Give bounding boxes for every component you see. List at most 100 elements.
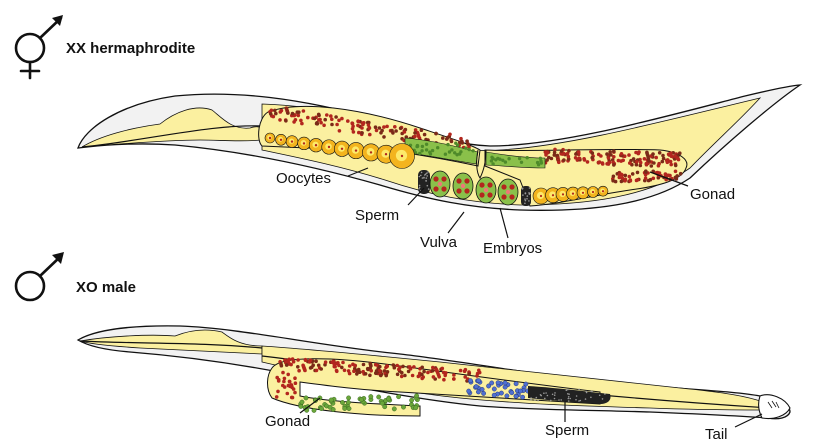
oocyte-nucleolus xyxy=(572,193,574,195)
germ-cell xyxy=(414,128,418,132)
sperm-cell xyxy=(424,174,426,176)
sperm-cell xyxy=(568,400,570,402)
germ-cell xyxy=(399,127,403,131)
germ-cell xyxy=(311,363,315,367)
germ-cell xyxy=(306,116,310,120)
sperm-cell xyxy=(568,393,570,395)
sperm-cell xyxy=(427,185,429,187)
sperm-cell xyxy=(554,398,556,400)
germ-cell xyxy=(384,374,388,378)
hermaphrodite-panel: XX hermaphrodite xyxy=(16,15,800,257)
embryo-cell xyxy=(487,192,492,197)
germ-cell xyxy=(403,374,407,378)
embryo-cell xyxy=(464,178,469,183)
germ-cell xyxy=(335,123,339,127)
label-vulva: Vulva xyxy=(420,234,458,251)
germ-cell xyxy=(283,385,287,389)
oocyte-nucleolus xyxy=(315,144,317,146)
germ-cell xyxy=(432,375,436,379)
germ-cell xyxy=(679,172,683,176)
spermatheca-cell xyxy=(453,151,456,154)
oocyte-nucleolus xyxy=(582,192,584,194)
germ-cell xyxy=(635,160,639,164)
oocyte-nucleolus xyxy=(602,190,604,192)
sperm-cell xyxy=(526,198,528,200)
germ-cell xyxy=(375,129,379,133)
embryo-cell xyxy=(433,176,438,181)
spermatheca-cell xyxy=(454,142,457,145)
germ-cell xyxy=(582,157,586,161)
oocyte-nucleolus xyxy=(280,139,282,141)
germ-cell-green xyxy=(396,395,400,399)
germ-cell xyxy=(567,155,571,159)
sperm-cell xyxy=(423,177,425,179)
germ-cell xyxy=(288,380,292,384)
germ-cell xyxy=(612,175,616,179)
embryo-cell xyxy=(509,194,514,199)
spermatheca-cell xyxy=(498,158,501,161)
embryo-cell xyxy=(456,188,461,193)
sperm-cell xyxy=(422,177,424,179)
oocyte-nucleolus xyxy=(341,148,343,150)
germ-cell xyxy=(417,375,421,379)
germ-cell xyxy=(279,362,283,366)
germ-cell xyxy=(319,367,323,371)
germ-cell xyxy=(293,391,297,395)
germ-cell xyxy=(434,132,438,136)
germ-cell xyxy=(323,118,327,122)
sperm-cell xyxy=(524,198,526,200)
germ-cell xyxy=(282,380,286,384)
sperm-cell xyxy=(419,176,421,178)
spermatocyte xyxy=(503,381,507,385)
spermatocyte xyxy=(492,387,496,391)
label-sperm-male: Sperm xyxy=(545,422,589,439)
embryo-cell xyxy=(487,182,492,187)
sperm-cell xyxy=(522,194,524,196)
germ-cell xyxy=(675,174,679,178)
spermatheca-cell xyxy=(450,148,453,151)
germ-cell xyxy=(628,161,632,165)
germ-cell xyxy=(562,158,566,162)
germ-cell xyxy=(297,110,301,114)
spermatocyte xyxy=(499,391,503,395)
germ-cell-green xyxy=(346,400,350,404)
germ-cell xyxy=(361,123,365,127)
germ-cell xyxy=(309,358,313,362)
spermatheca-cell xyxy=(429,152,432,155)
germ-cell xyxy=(420,128,424,132)
germ-cell xyxy=(420,373,424,377)
germ-cell xyxy=(294,381,298,385)
germ-cell xyxy=(652,161,656,165)
germ-cell xyxy=(651,152,655,156)
embryo-cell xyxy=(441,186,446,191)
sperm-cell xyxy=(576,395,578,397)
germ-cell xyxy=(619,173,623,177)
germ-cell xyxy=(277,379,281,383)
sperm-cell xyxy=(545,392,547,394)
germ-cell xyxy=(678,151,682,155)
embryo-cell xyxy=(479,192,484,197)
spermatocyte xyxy=(480,387,484,391)
spermatocyte xyxy=(503,385,507,389)
oocyte-nucleolus xyxy=(370,151,372,153)
germ-cell xyxy=(393,125,397,129)
germ-cell xyxy=(374,125,378,129)
germ-cell xyxy=(591,151,595,155)
spermatheca-cell xyxy=(507,157,510,160)
germ-cell xyxy=(647,159,651,163)
germ-cell xyxy=(303,369,307,373)
germ-cell xyxy=(674,170,678,174)
germ-cell xyxy=(590,156,594,160)
sperm-cell xyxy=(585,398,587,400)
spermatocyte xyxy=(481,391,485,395)
germ-cell xyxy=(364,372,368,376)
germ-cell-green xyxy=(414,406,418,410)
germ-cell xyxy=(417,135,421,139)
male-panel: XO male Gonad Sperm Tail xyxy=(16,252,790,442)
sperm-cell xyxy=(537,400,539,402)
germ-cell xyxy=(452,373,456,377)
germ-cell-green xyxy=(299,404,303,408)
germ-cell xyxy=(669,163,673,167)
germ-cell xyxy=(577,157,581,161)
